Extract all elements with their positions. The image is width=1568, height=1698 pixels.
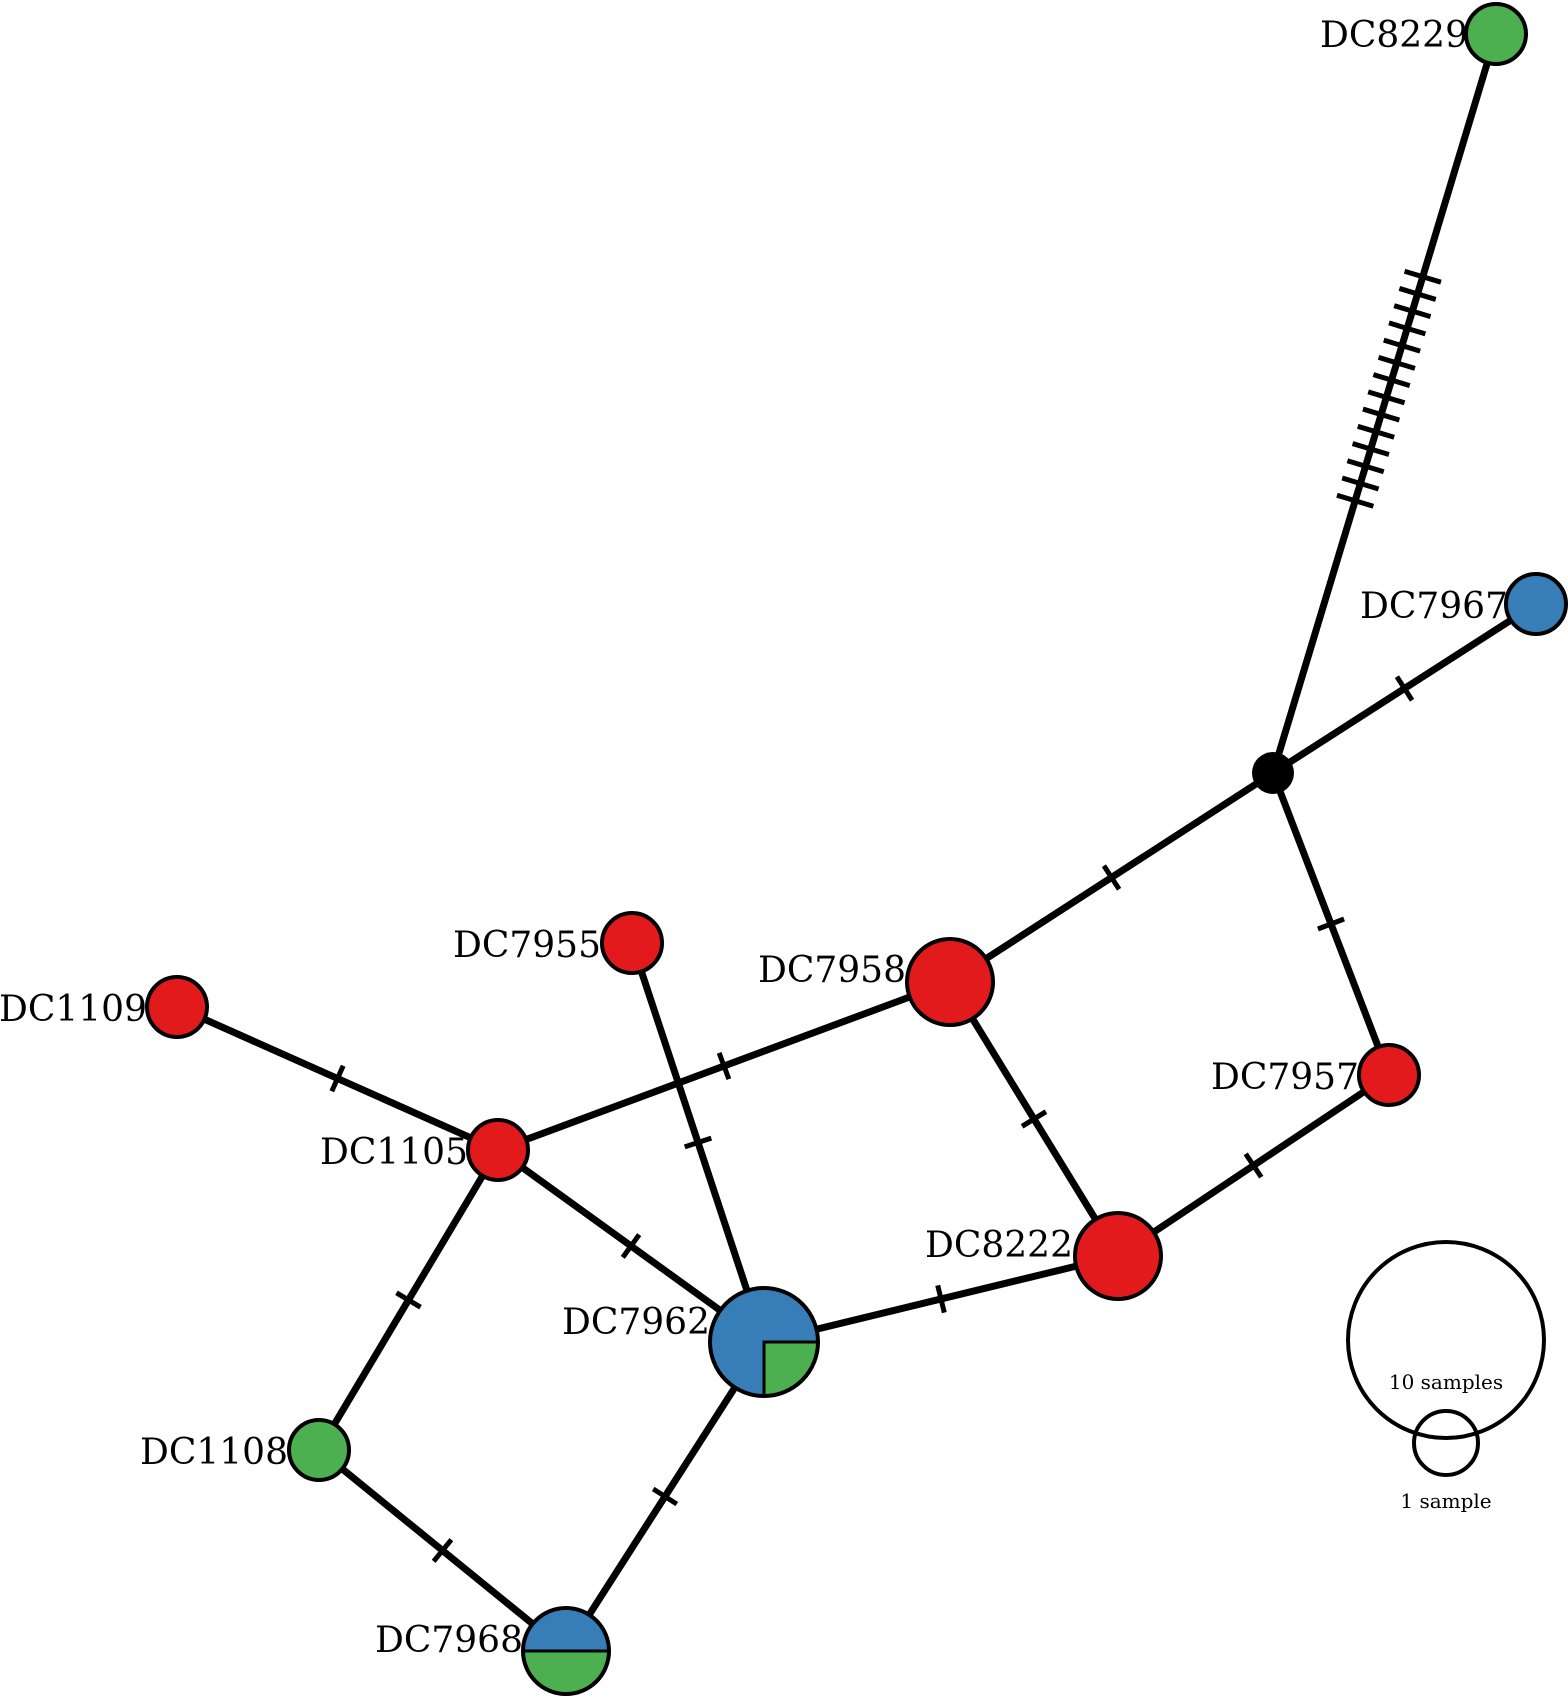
mutation-tick	[716, 1052, 732, 1080]
node-label-DC1108: DC1108	[140, 1432, 288, 1473]
size-legend: 10 samples 1 sample	[1346, 1240, 1546, 1513]
node-label-DC1105: DC1105	[320, 1132, 468, 1173]
node-DC8229[interactable]	[1464, 2, 1528, 66]
node-DC7957[interactable]	[1357, 1043, 1421, 1107]
node-outline	[905, 937, 995, 1027]
node-outline	[145, 975, 209, 1039]
mutation-tick	[1357, 423, 1395, 440]
node-label-DC7962: DC7962	[562, 1302, 710, 1343]
node-DC7968[interactable]	[521, 1606, 611, 1696]
node-label-DC8222: DC8222	[925, 1225, 1073, 1266]
edge-median-DC8229	[1269, 32, 1500, 775]
node-outline	[1073, 1211, 1163, 1301]
mutation-tick	[1394, 675, 1415, 702]
mutation-tick	[1362, 406, 1401, 423]
node-label-DC7955: DC7955	[453, 925, 601, 966]
node-slice-blue	[521, 1606, 611, 1653]
node-label-DC7968: DC7968	[375, 1620, 523, 1661]
node-fill-blue	[1506, 574, 1566, 634]
node-median[interactable]	[1252, 752, 1294, 794]
node-outline	[466, 1118, 530, 1182]
mutation-tick	[1101, 864, 1122, 891]
node-fill-red	[907, 939, 993, 1025]
mutation-tick	[1351, 441, 1390, 457]
node-outline	[600, 911, 664, 975]
node-outline	[1464, 2, 1528, 66]
node-DC7955[interactable]	[600, 911, 664, 975]
mutation-tick	[1372, 372, 1411, 388]
mutation-tick	[651, 1486, 679, 1507]
node-fill-green	[289, 1420, 349, 1480]
node-DC1109[interactable]	[145, 975, 209, 1039]
node-fill-red	[602, 913, 662, 973]
legend-circle-1-sample	[1412, 1409, 1480, 1477]
node-fill-green	[1466, 4, 1526, 64]
mutation-tick	[1346, 458, 1385, 475]
mutation-tick	[1317, 916, 1345, 932]
node-DC7962[interactable]	[708, 1286, 820, 1398]
node-DC1108[interactable]	[287, 1418, 351, 1482]
mutation-tick	[1020, 1109, 1048, 1129]
mutation-tick	[1341, 475, 1380, 492]
mutation-tick	[1243, 1152, 1264, 1179]
node-fill-red	[147, 977, 207, 1037]
mutation-tick	[1388, 320, 1427, 337]
node-outline	[521, 1606, 611, 1696]
node-label-DC7967: DC7967	[1360, 586, 1508, 627]
legend-label-10-samples: 10 samples	[1389, 1370, 1503, 1394]
node-outline	[287, 1418, 351, 1482]
node-fill-red	[468, 1120, 528, 1180]
mutation-ticks-layer	[329, 268, 1442, 1563]
mutation-tick	[1336, 492, 1375, 509]
mutation-tick	[1398, 286, 1437, 302]
node-DC7958[interactable]	[905, 937, 995, 1027]
mutation-tick	[1393, 303, 1432, 320]
mutation-tick	[683, 1135, 713, 1150]
mutation-tick	[329, 1064, 346, 1093]
legend-circle-10-samples	[1346, 1240, 1546, 1440]
mutation-tick	[1377, 354, 1416, 371]
node-label-DC7957: DC7957	[1211, 1057, 1359, 1098]
node-label-DC7958: DC7958	[758, 950, 906, 991]
node-outline	[1504, 572, 1568, 636]
mutation-tick	[395, 1290, 422, 1310]
node-label-DC8229: DC8229	[1320, 15, 1468, 56]
node-DC8222[interactable]	[1073, 1211, 1163, 1301]
node-fill-red	[1075, 1213, 1161, 1299]
node-outline	[708, 1286, 820, 1398]
node-DC7967[interactable]	[1504, 572, 1568, 636]
mutation-tick	[431, 1538, 454, 1563]
labels-layer: DC8229DC7967DC7958DC7955DC1109DC1105DC79…	[0, 15, 1508, 1661]
mutation-tick	[620, 1233, 642, 1259]
node-slice-green	[521, 1649, 611, 1696]
node-label-DC1109: DC1109	[0, 989, 147, 1030]
edges-layer	[175, 32, 1538, 1654]
mutation-tick	[935, 1284, 947, 1314]
median-vector-node	[1252, 752, 1294, 794]
nodes-layer	[145, 2, 1568, 1696]
mutation-tick	[1383, 337, 1421, 354]
mutation-tick	[1403, 268, 1442, 285]
node-DC1105[interactable]	[466, 1118, 530, 1182]
node-outline	[1357, 1043, 1421, 1107]
node-fill-red	[1359, 1045, 1419, 1105]
legend-label-1-sample: 1 sample	[1400, 1489, 1491, 1513]
mutation-tick	[1367, 389, 1406, 406]
